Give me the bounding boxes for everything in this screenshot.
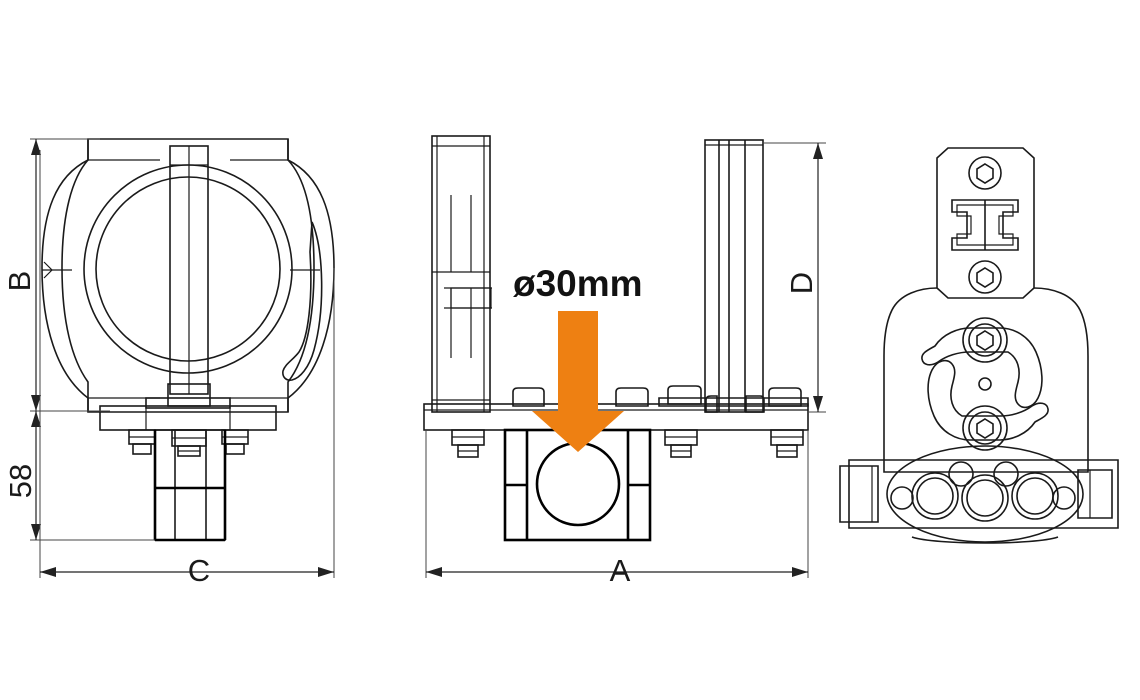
base-small-hole-far-right <box>1052 486 1076 510</box>
top-screw-upper-hex <box>976 163 994 184</box>
left-post-body <box>431 135 491 413</box>
base-hole-center <box>961 474 1009 522</box>
base-boss-pad-1 <box>512 387 545 407</box>
top-screw-upper-outer <box>968 156 1002 190</box>
rail-bolt-1 <box>451 429 485 458</box>
dimension-c: C <box>39 150 335 588</box>
mount-base-bar <box>848 459 1119 529</box>
right-post-body <box>704 139 764 413</box>
dimension-b-label: B <box>2 271 37 292</box>
base-boss-pad-4 <box>768 387 802 407</box>
callout-diameter-arrow <box>532 311 624 452</box>
clamp-left-lobe-inner <box>61 139 89 412</box>
base-end-cap-left <box>839 465 879 523</box>
view-center-side-view: ø30mm D A <box>423 135 826 588</box>
dimension-a-label: A <box>610 553 631 588</box>
rail-bolt-3 <box>770 429 804 458</box>
callout-diameter-label: ø30mm <box>513 263 643 304</box>
base-oval-boss <box>886 445 1084 543</box>
dimension-d-label: D <box>784 272 819 294</box>
top-screw-lower-outer <box>968 260 1002 294</box>
view-right-top-view <box>839 147 1119 544</box>
body-outline <box>883 287 1089 473</box>
flange-bolt-right <box>221 429 249 455</box>
base-small-hole-upper-left <box>948 461 974 487</box>
dimension-d: D <box>763 142 826 413</box>
center-pivot-pin <box>978 377 992 391</box>
dimension-c-label: C <box>188 553 210 588</box>
clamp-hinge-arrow-left <box>43 261 53 279</box>
orange-down-arrow <box>532 311 624 452</box>
wing-knob-lower <box>927 359 1049 451</box>
clamp-bore-inner-ring <box>95 176 281 362</box>
base-small-hole-upper-right <box>993 461 1019 487</box>
base-boss-pad-2 <box>615 387 649 407</box>
dimension-a: A <box>425 430 809 588</box>
clamp-right-lobe-inner <box>287 139 315 412</box>
base-boss-pad-3 <box>667 385 702 405</box>
clamp-latch-hook <box>282 221 323 381</box>
view-left-front-view: B 58 C <box>2 138 335 588</box>
base-oval-shadow <box>911 536 1059 544</box>
dimension-58-label: 58 <box>3 464 38 498</box>
base-hole-left <box>911 472 959 520</box>
rail-bolt-2 <box>664 429 698 458</box>
base-end-cap-right <box>1077 469 1113 519</box>
base-small-hole-far-left <box>890 486 914 510</box>
base-rail-upper-ledge <box>658 397 809 407</box>
wing-knob-upper <box>921 317 1043 409</box>
top-screw-lower-hex <box>976 267 994 288</box>
base-flange-riser <box>145 397 231 409</box>
dimension-58: 58 <box>3 410 155 541</box>
channel-nut-profile <box>951 199 1019 251</box>
